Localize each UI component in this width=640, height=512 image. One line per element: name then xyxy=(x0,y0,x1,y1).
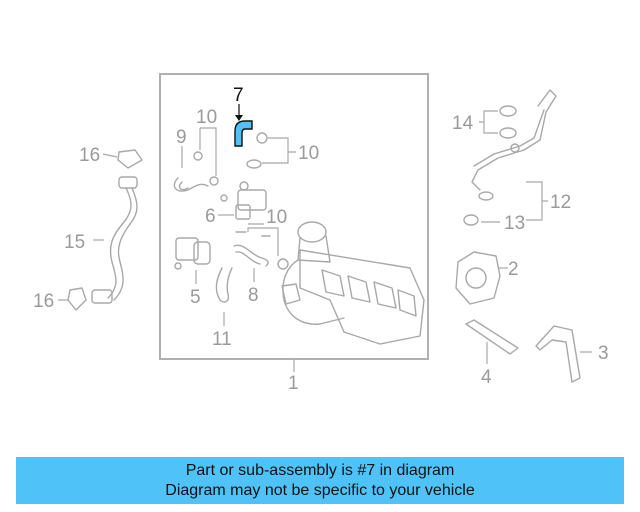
callout-2: 2 xyxy=(508,259,519,280)
callout-4: 4 xyxy=(481,367,492,388)
part-10-clamps-middle[interactable] xyxy=(235,223,279,256)
callout-10-upper-left: 10 xyxy=(196,107,217,128)
part-5-boost-valve[interactable] xyxy=(174,237,211,284)
callout-10-middle: 10 xyxy=(266,207,287,228)
part-8-hose[interactable] xyxy=(233,244,289,282)
part-6-valve[interactable] xyxy=(218,181,267,220)
part-3-bracket[interactable] xyxy=(535,325,592,383)
part-10-clamps-left[interactable] xyxy=(193,127,219,186)
callout-16-top: 16 xyxy=(79,145,100,166)
part-12-oil-line[interactable] xyxy=(471,89,557,221)
callout-1: 1 xyxy=(288,373,299,394)
part-16-top-gasket[interactable] xyxy=(102,149,143,169)
part-16-bottom-gasket[interactable] xyxy=(58,287,113,311)
parts-diagram: 1 2 3 4 5 6 7 8 9 10 10 10 11 12 13 14 1… xyxy=(33,73,609,394)
callout-16-bottom: 16 xyxy=(33,291,54,312)
part-7-shape[interactable] xyxy=(234,120,253,147)
banner-line-1: Part or sub-assembly is #7 in diagram xyxy=(185,461,455,479)
callout-12: 12 xyxy=(550,192,571,213)
part-10-clamps-right[interactable] xyxy=(246,132,296,169)
part-11-hose[interactable] xyxy=(215,267,233,326)
part-2-gasket[interactable] xyxy=(455,251,508,305)
callout-6: 6 xyxy=(205,206,216,227)
part-4-bracket[interactable] xyxy=(465,319,519,364)
callout-7: 7 xyxy=(233,85,244,106)
callout-9: 9 xyxy=(176,127,187,148)
callout-5: 5 xyxy=(190,287,201,308)
part-1-turbocharger[interactable] xyxy=(281,221,425,345)
callout-11: 11 xyxy=(212,329,232,350)
banner-line-2: Diagram may not be specific to your vehi… xyxy=(165,481,475,499)
callout-15: 15 xyxy=(64,232,85,253)
callout-13: 13 xyxy=(504,213,525,234)
part-14-bolts[interactable] xyxy=(479,105,517,139)
callout-3: 3 xyxy=(598,343,609,364)
callout-8: 8 xyxy=(248,285,259,306)
part-13-washer[interactable] xyxy=(463,214,500,226)
info-banner: Part or sub-assembly is #7 in diagram Di… xyxy=(16,457,624,504)
callout-14: 14 xyxy=(452,113,474,134)
part-15-oil-line[interactable] xyxy=(93,176,138,301)
part-9-hose[interactable] xyxy=(173,146,209,192)
part-7-hose[interactable] xyxy=(234,104,253,147)
callout-10-upper-right: 10 xyxy=(298,143,319,164)
